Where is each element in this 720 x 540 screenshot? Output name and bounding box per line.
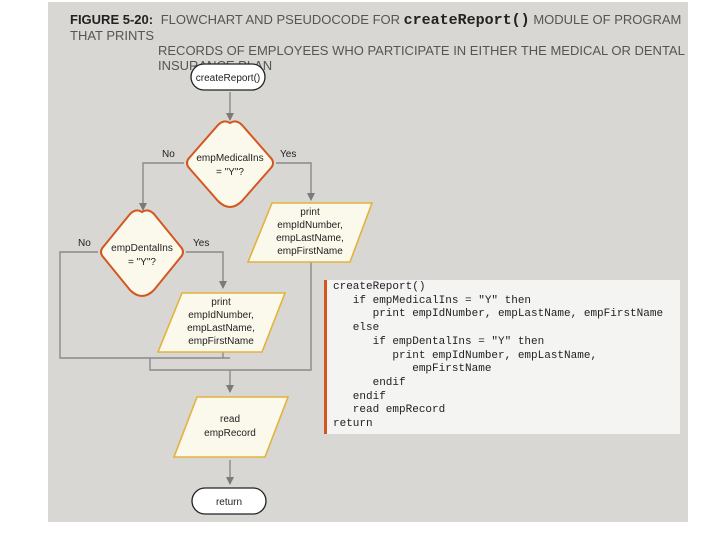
caption-module-name: createReport(): [403, 12, 530, 29]
print-box-dental-line2: empIdNumber,: [188, 310, 254, 321]
decision-dental-line2: = "Y"?: [128, 257, 156, 268]
start-terminal: createReport(): [190, 63, 266, 91]
return-terminal-label: return: [216, 497, 242, 508]
decision-medical: empMedicalIns = "Y"?: [186, 120, 274, 209]
return-terminal: return: [191, 487, 267, 515]
decision-dental: empDentalIns = "Y"?: [100, 209, 184, 298]
pseudocode-line: print empIdNumber, empLastName, empFirst…: [333, 308, 664, 321]
print-box-dental-line4: empFirstName: [188, 336, 254, 347]
print-box-dental: print empIdNumber, empLastName, empFirst…: [156, 292, 287, 353]
print-box-dental-line1: print: [211, 297, 231, 308]
read-box: read empRecord: [172, 396, 290, 458]
line-decision2-no: [59, 251, 150, 359]
decision-medical-line1: empMedicalIns: [196, 153, 263, 164]
pseudocode-line: if empMedicalIns = "Y" then: [333, 294, 532, 307]
pseudocode-line: createReport(): [333, 281, 426, 293]
print-box-medical-line3: empLastName,: [276, 233, 344, 244]
print-box-dental-line3: empLastName,: [187, 323, 255, 334]
decision-dental-line1: empDentalIns: [111, 243, 173, 254]
line-decision1-yes: [276, 162, 315, 201]
print-box-medical: print empIdNumber, empLastName, empFirst…: [246, 202, 374, 263]
decision-medical-no-label: No: [162, 149, 175, 160]
pseudocode-line: else: [333, 322, 380, 335]
decision-medical-yes-label: Yes: [280, 149, 296, 160]
print-box-medical-line1: print: [300, 207, 320, 218]
pseudocode-line: endif: [333, 376, 406, 389]
decision-dental-no-label: No: [78, 238, 91, 249]
pseudocode-line: read empRecord: [333, 404, 446, 417]
figure-label: FIGURE 5-20:: [70, 12, 154, 27]
decision-medical-line2: = "Y"?: [216, 167, 244, 178]
caption-text-before: FLOWCHART AND PSEUDOCODE FOR: [160, 12, 401, 27]
figure-caption: FIGURE 5-20: FLOWCHART AND PSEUDOCODE FO…: [70, 12, 690, 73]
start-terminal-label: createReport(): [196, 73, 260, 84]
decision-dental-yes-label: Yes: [193, 238, 209, 249]
pseudocode-panel: createReport() if empMedicalIns = "Y" th…: [324, 280, 680, 434]
caption-text-after: MODULE OF PROGRAM THAT PRINTS: [70, 12, 682, 43]
pseudocode-line: empFirstName: [333, 363, 492, 376]
read-box-line1: read: [220, 414, 240, 425]
read-box-line2: empRecord: [204, 428, 256, 439]
pseudocode-line: endif: [333, 390, 386, 403]
print-box-medical-line4: empFirstName: [277, 246, 343, 257]
pseudocode-line: if empDentalIns = "Y" then: [333, 335, 545, 348]
line-decision1-no: [139, 162, 184, 211]
pseudocode-line: return: [333, 418, 373, 431]
print-box-medical-line2: empIdNumber,: [277, 220, 343, 231]
connector-lines: [59, 92, 315, 485]
line-decision2-yes: [186, 251, 227, 289]
pseudocode-line: print empIdNumber, empLastName,: [333, 349, 598, 362]
